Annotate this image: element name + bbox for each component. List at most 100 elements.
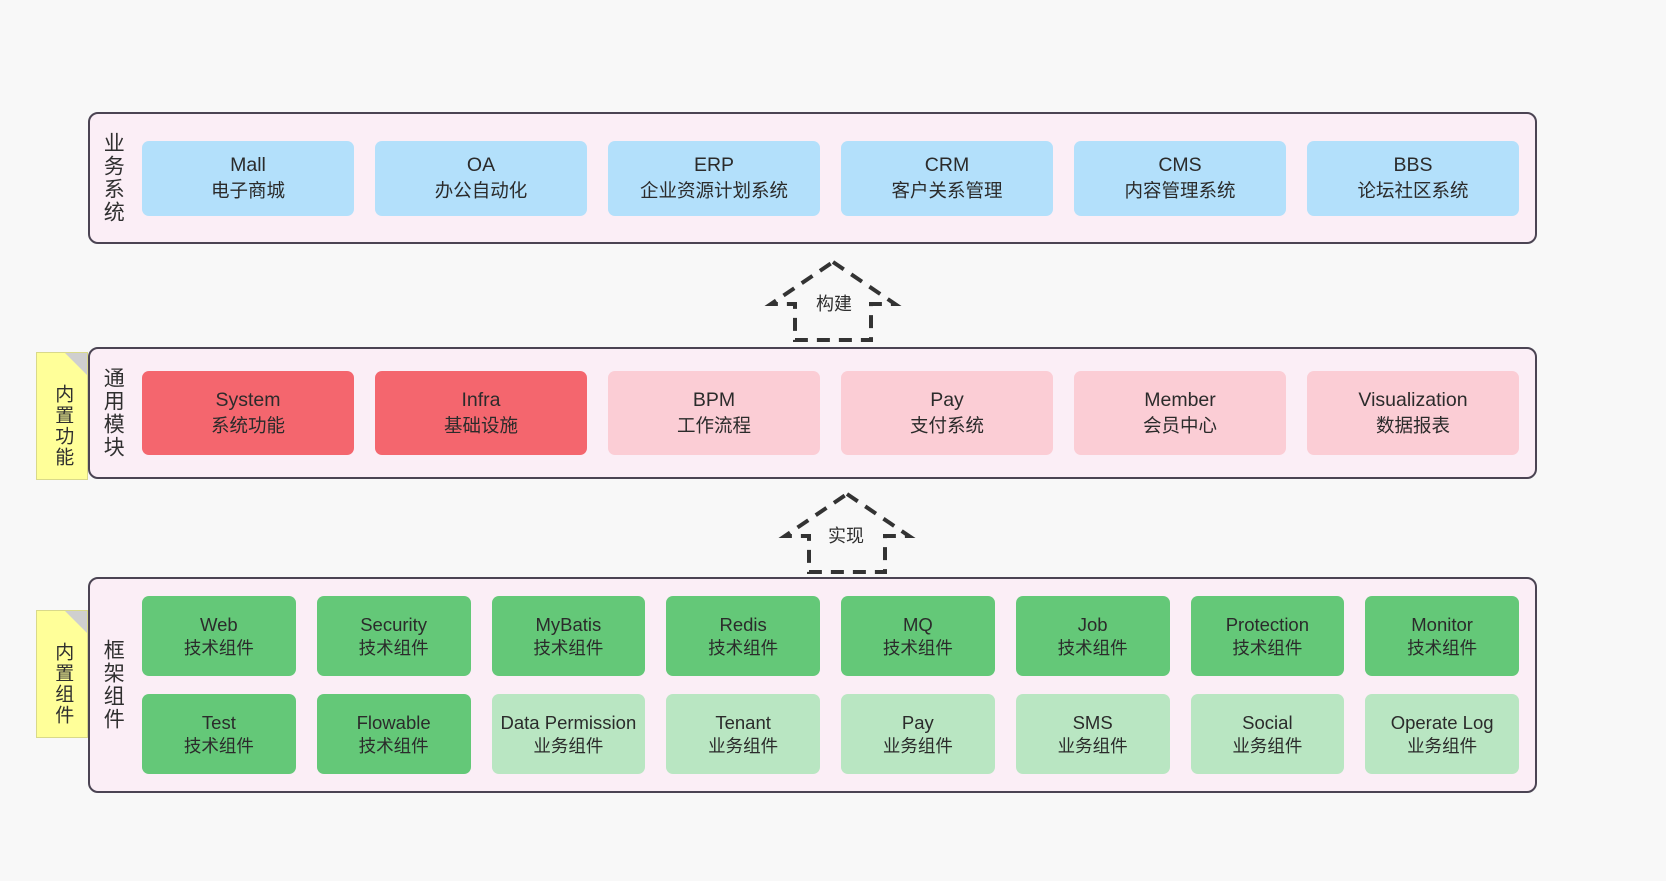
module-card-security[interactable]: Security 技术组件 (316, 596, 471, 676)
module-card-mall[interactable]: Mall 电子商城 (142, 140, 354, 216)
module-card-web[interactable]: Web 技术组件 (142, 596, 296, 676)
layer-business-system: 业务系统 Mall 电子商城 OA 办公自动化 ERP 企业资源计划系统 CRM… (88, 112, 1537, 244)
module-cn-label: 数据报表 (1375, 414, 1450, 436)
module-cn-label: 技术组件 (882, 637, 953, 658)
module-en-label: OA (466, 154, 496, 177)
connector-implement: 实现 (772, 490, 922, 576)
module-en-label: Social (1242, 711, 1293, 733)
module-cn-label: 论坛社区系统 (1357, 179, 1469, 201)
module-en-label: Monitor (1411, 613, 1473, 635)
module-en-label: BPM (692, 389, 736, 412)
note-fold-icon (65, 353, 87, 375)
module-en-label: Data Permission (500, 711, 637, 733)
module-card-social[interactable]: Social 业务组件 (1190, 694, 1345, 774)
module-cn-label: 业务组件 (1232, 735, 1303, 756)
module-en-label: Visualization (1358, 389, 1468, 412)
module-en-label: Test (201, 711, 236, 733)
module-cn-label: 电子商城 (210, 179, 285, 201)
note-built-in-functions: 内置功能 (36, 352, 88, 480)
module-card-mybatis[interactable]: MyBatis 技术组件 (491, 596, 646, 676)
module-cn-label: 业务组件 (1057, 735, 1128, 756)
module-en-label: MQ (902, 613, 933, 635)
module-card-monitor[interactable]: Monitor 技术组件 (1365, 596, 1519, 676)
module-cn-label: 业务组件 (708, 735, 779, 756)
module-en-label: Web (200, 613, 238, 635)
module-card-redis[interactable]: Redis 技术组件 (666, 596, 820, 676)
layer-common-modules: 通用模块 System 系统功能 Infra 基础设施 BPM 工作流程 Pay… (88, 347, 1537, 479)
module-en-label: BBS (1393, 154, 1433, 177)
module-card-cms[interactable]: CMS 内容管理系统 (1074, 140, 1286, 216)
module-card-sms[interactable]: SMS 业务组件 (1015, 694, 1170, 774)
module-cn-label: 技术组件 (708, 637, 779, 658)
module-card-oa[interactable]: OA 办公自动化 (375, 140, 587, 216)
module-cn-label: 技术组件 (183, 735, 254, 756)
module-card-pay-biz[interactable]: Pay 业务组件 (841, 694, 995, 774)
module-en-label: MyBatis (535, 613, 602, 635)
module-card-job[interactable]: Job 技术组件 (1015, 596, 1170, 676)
layer-row: Test 技术组件 Flowable 技术组件 Data Permission … (142, 694, 1519, 774)
module-card-bbs[interactable]: BBS 论坛社区系统 (1307, 140, 1519, 216)
layer-title-business: 业务系统 (101, 132, 125, 224)
layer-row: System 系统功能 Infra 基础设施 BPM 工作流程 Pay 支付系统… (142, 371, 1519, 455)
generalization-arrow-shape (764, 259, 902, 342)
module-cn-label: 内容管理系统 (1124, 179, 1236, 201)
module-en-label: Pay (901, 711, 934, 733)
module-card-system[interactable]: System 系统功能 (142, 371, 354, 455)
layer-body-framework: Web 技术组件 Security 技术组件 MyBatis 技术组件 Redi… (134, 579, 1535, 791)
module-en-label: Job (1077, 613, 1108, 635)
layer-row: Mall 电子商城 OA 办公自动化 ERP 企业资源计划系统 CRM 客户关系… (142, 140, 1519, 216)
note-label: 内置功能 (52, 384, 74, 468)
module-cn-label: 客户关系管理 (891, 179, 1003, 201)
module-card-pay[interactable]: Pay 支付系统 (841, 371, 1053, 455)
module-cn-label: 技术组件 (358, 637, 429, 658)
module-en-label: Infra (461, 389, 501, 412)
module-cn-label: 技术组件 (1057, 637, 1128, 658)
note-built-in-components: 内置组件 (36, 610, 88, 738)
module-en-label: Security (360, 613, 428, 635)
module-en-label: CRM (924, 154, 970, 177)
module-card-crm[interactable]: CRM 客户关系管理 (841, 140, 1053, 216)
layer-body-common: System 系统功能 Infra 基础设施 BPM 工作流程 Pay 支付系统… (134, 349, 1535, 477)
module-en-label: Tenant (715, 711, 771, 733)
module-cn-label: 业务组件 (533, 735, 604, 756)
connector-label-implement: 实现 (826, 522, 866, 548)
module-card-bpm[interactable]: BPM 工作流程 (608, 371, 820, 455)
module-card-operate-log[interactable]: Operate Log 业务组件 (1365, 694, 1519, 774)
layer-title-common: 通用模块 (101, 367, 125, 459)
module-en-label: Flowable (356, 711, 431, 733)
module-card-member[interactable]: Member 会员中心 (1074, 371, 1286, 455)
module-cn-label: 技术组件 (1407, 637, 1478, 658)
module-card-tenant[interactable]: Tenant 业务组件 (666, 694, 820, 774)
module-cn-label: 办公自动化 (434, 179, 528, 201)
connector-build: 构建 (758, 258, 908, 344)
module-card-data-permission[interactable]: Data Permission 业务组件 (491, 694, 646, 774)
module-card-flowable[interactable]: Flowable 技术组件 (316, 694, 471, 774)
module-cn-label: 技术组件 (183, 637, 254, 658)
module-en-label: CMS (1158, 154, 1202, 177)
module-card-mq[interactable]: MQ 技术组件 (841, 596, 995, 676)
module-en-label: Operate Log (1390, 711, 1494, 733)
module-cn-label: 工作流程 (676, 414, 751, 436)
module-en-label: System (215, 389, 281, 412)
connector-label-build: 构建 (814, 290, 854, 316)
module-en-label: Member (1144, 389, 1216, 412)
note-fold-icon (65, 611, 87, 633)
module-cn-label: 业务组件 (1407, 735, 1478, 756)
module-cn-label: 技术组件 (358, 735, 429, 756)
module-cn-label: 业务组件 (882, 735, 953, 756)
module-en-label: Mall (230, 154, 266, 177)
module-card-test[interactable]: Test 技术组件 (142, 694, 296, 774)
module-cn-label: 企业资源计划系统 (639, 179, 788, 201)
module-card-visualization[interactable]: Visualization 数据报表 (1307, 371, 1519, 455)
module-en-label: Redis (719, 613, 767, 635)
module-en-label: Protection (1225, 613, 1310, 635)
layer-body-business: Mall 电子商城 OA 办公自动化 ERP 企业资源计划系统 CRM 客户关系… (134, 114, 1535, 242)
layer-framework-components: 框架组件 Web 技术组件 Security 技术组件 MyBatis 技术组件… (88, 577, 1537, 793)
module-card-protection[interactable]: Protection 技术组件 (1190, 596, 1345, 676)
module-en-label: Pay (930, 389, 964, 412)
module-card-erp[interactable]: ERP 企业资源计划系统 (608, 140, 820, 216)
module-cn-label: 技术组件 (1232, 637, 1303, 658)
module-card-infra[interactable]: Infra 基础设施 (375, 371, 587, 455)
layer-row: Web 技术组件 Security 技术组件 MyBatis 技术组件 Redi… (142, 596, 1519, 676)
